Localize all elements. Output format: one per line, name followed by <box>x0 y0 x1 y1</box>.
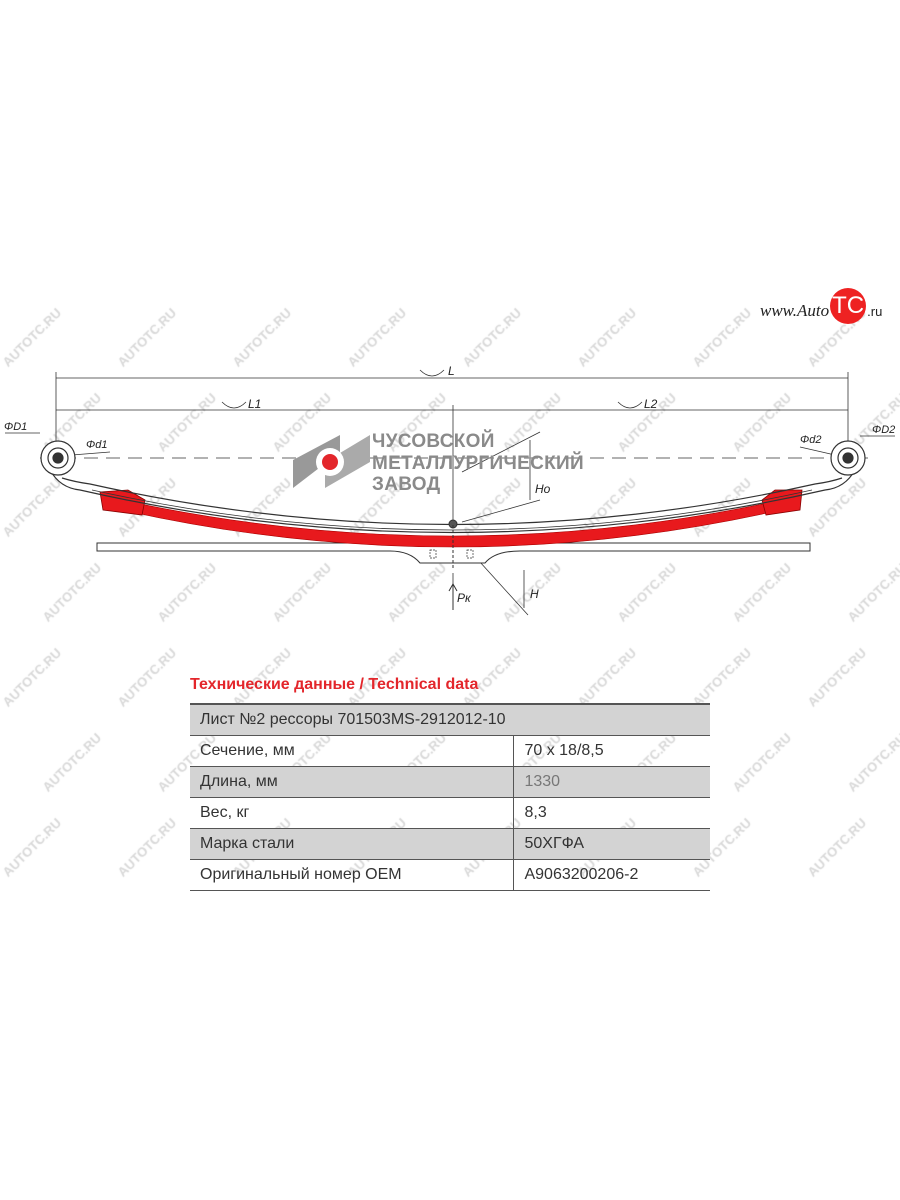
label-H: H <box>530 587 539 601</box>
label-Pk: Pк <box>457 591 472 605</box>
row-label: Марка стали <box>190 828 514 860</box>
dimension-lines <box>5 369 895 616</box>
label-L2: L2 <box>644 397 658 411</box>
table-title: Технические данные / Technical data <box>190 676 479 693</box>
table-header: Лист №2 рессоры 701503MS-2912012-10 <box>190 703 710 736</box>
table-header-row: Лист №2 рессоры 701503MS-2912012-10 <box>190 703 710 736</box>
row-value: 1330 <box>513 766 710 798</box>
logo-line: ЗАВОД <box>372 474 441 495</box>
row-label: Оригинальный номер OEM <box>190 859 514 891</box>
site-logo-badge: TC <box>830 288 867 324</box>
row-value: 50ХГФА <box>513 828 710 860</box>
label-L: L <box>448 364 455 378</box>
row-value: 8,3 <box>513 797 710 829</box>
label-D2: ΦD2 <box>872 424 895 436</box>
label-d2: Φd2 <box>800 434 821 446</box>
site-logo-suffix: .ru <box>867 303 883 319</box>
logo-line: МЕТАЛЛУРГИЧЕСКИЙ <box>372 452 584 474</box>
right-clamp <box>761 489 803 516</box>
label-Ho: Ho <box>535 482 551 496</box>
row-label: Длина, мм <box>190 766 514 798</box>
technical-data-table: Лист №2 рессоры 701503MS-2912012-10 Сече… <box>190 703 710 891</box>
row-label: Вес, кг <box>190 797 514 829</box>
row-value: A9063200206-2 <box>513 859 710 891</box>
left-eye <box>40 440 76 476</box>
manufacturer-logo-text: ЧУСОВСКОЙ МЕТАЛЛУРГИЧЕСКИЙ ЗАВОД <box>372 431 584 496</box>
site-logo-prefix: www.Auto <box>760 300 830 320</box>
label-D1: ΦD1 <box>4 421 27 433</box>
row-value: 70 x 18/8,5 <box>513 735 710 767</box>
dimension-labels: L L1 L2 ΦD1 Φd1 Φd2 ΦD2 Ho H Pк <box>4 364 895 605</box>
right-eye <box>830 440 866 476</box>
load-arrow-icon <box>448 582 458 610</box>
label-d1: Φd1 <box>86 439 107 451</box>
row-label: Сечение, мм <box>190 735 514 767</box>
manufacturer-logo-mark <box>293 435 370 488</box>
label-L1: L1 <box>248 397 261 411</box>
logo-line: ЧУСОВСКОЙ <box>372 431 495 452</box>
